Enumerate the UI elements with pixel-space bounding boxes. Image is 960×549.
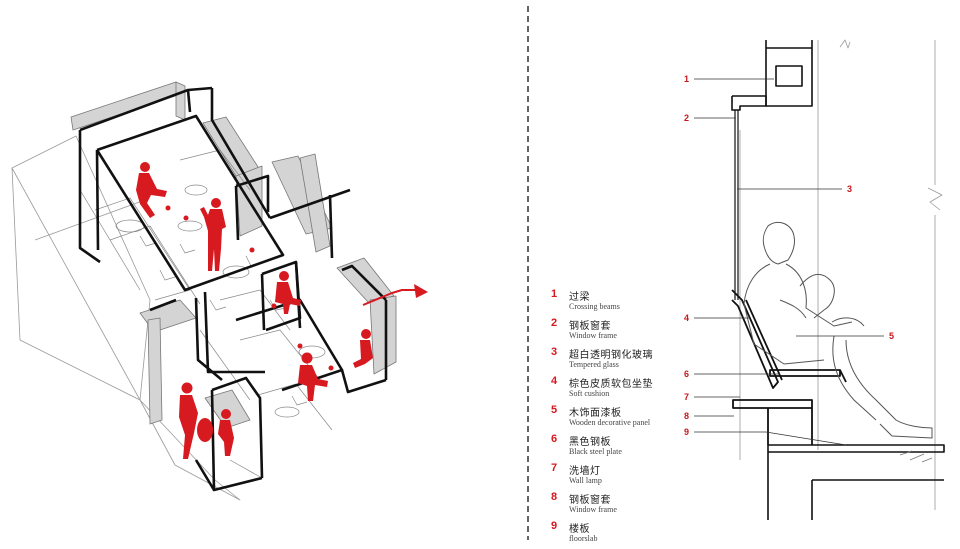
legend-number: 7 (551, 462, 558, 474)
legend-number: 2 (551, 317, 558, 329)
legend-number: 8 (551, 491, 558, 503)
legend-label-en: Window frame (569, 331, 617, 340)
callout-6: 6 (684, 369, 689, 379)
legend-item: 1 过梁 Crossing beams (541, 288, 711, 317)
legend-number: 6 (551, 433, 558, 445)
section-detail (694, 39, 945, 520)
legend-label-en: Window frame (569, 505, 617, 514)
legend-label-zh: 木饰面漆板 (569, 408, 622, 419)
wall-lines (739, 39, 943, 510)
callout-5: 5 (889, 331, 894, 341)
legend-label-zh: 黑色钢板 (569, 437, 611, 448)
seat-assembly (731, 289, 847, 445)
person-seated-4 (353, 329, 373, 368)
legend-label-zh: 洗墙灯 (569, 466, 601, 477)
legend-label-zh: 钢板窗套 (569, 495, 611, 506)
person-seated-5 (218, 409, 234, 456)
callout-7: 7 (684, 392, 689, 402)
leader-lines (694, 78, 884, 446)
legend-label-en: Wall lamp (569, 476, 602, 485)
legend-item: 2 钢板窗套 Window frame (541, 317, 711, 346)
legend-label-en: Black steel plate (569, 447, 622, 456)
person-seated-3 (298, 352, 328, 401)
section-callouts: 1 2 3 4 5 6 7 8 9 (684, 74, 894, 437)
legend-label-en: Soft cushion (569, 389, 610, 398)
legend-label-en: Crossing beams (569, 302, 620, 311)
legend: 1 过梁 Crossing beams 2 钢板窗套 Window frame … (541, 288, 711, 549)
person-reading (179, 382, 213, 459)
callout-4: 4 (684, 313, 689, 323)
person-standing (200, 198, 226, 271)
legend-label-en: floorslab (569, 534, 598, 543)
legend-label-zh: 楼板 (569, 524, 590, 535)
airflow-arrow (362, 284, 428, 306)
callout-1: 1 (684, 74, 689, 84)
person-seated-2 (275, 271, 301, 314)
person-seated-1 (136, 162, 167, 218)
callout-8: 8 (684, 411, 689, 421)
human-figures (136, 162, 373, 459)
legend-label-en: Tempered glass (569, 360, 619, 369)
context-volume (11, 135, 241, 501)
callout-9: 9 (684, 427, 689, 437)
legend-label-zh: 钢板窗套 (569, 321, 611, 332)
legend-label-zh: 棕色皮质软包坐垫 (569, 379, 653, 390)
legend-item: 6 黑色钢板 Black steel plate (541, 433, 711, 462)
floor-slab (767, 444, 945, 520)
legend-number: 9 (551, 520, 558, 532)
legend-item: 4 棕色皮质软包坐垫 Soft cushion (541, 375, 711, 404)
structural-frame (78, 86, 388, 492)
legend-item: 3 超白透明钢化玻璃 Tempered glass (541, 346, 711, 375)
legend-number: 4 (551, 375, 558, 387)
callout-3: 3 (847, 184, 852, 194)
callout-2: 2 (684, 113, 689, 123)
seated-person-outline (743, 221, 933, 439)
legend-label-zh: 过梁 (569, 292, 590, 303)
legend-label-zh: 超白透明钢化玻璃 (569, 350, 653, 361)
axonometric-view (11, 81, 428, 501)
legend-number: 1 (551, 288, 558, 300)
legend-label-en: Wooden decorative panel (569, 418, 651, 427)
legend-item: 5 木饰面漆板 Wooden decorative panel (541, 404, 711, 433)
legend-item: 8 钢板窗套 Window frame (541, 491, 711, 520)
legend-item: 9 楼板 floorslab (541, 520, 711, 549)
legend-item: 7 洗墙灯 Wall lamp (541, 462, 711, 491)
crossing-beam (731, 40, 813, 111)
legend-number: 3 (551, 346, 558, 358)
wall-panels (70, 81, 397, 429)
tempered-glass (734, 110, 739, 300)
legend-number: 5 (551, 404, 558, 416)
